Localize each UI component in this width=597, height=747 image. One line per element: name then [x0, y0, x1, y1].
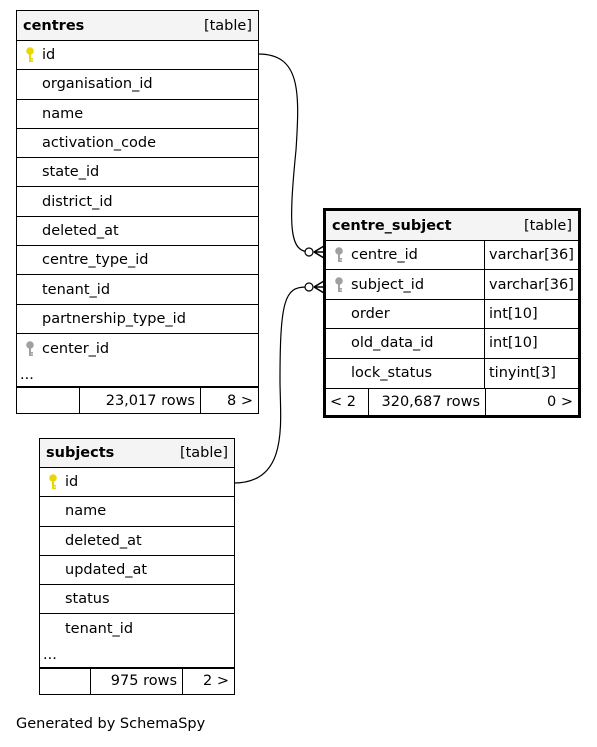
foreign-key-icon — [335, 276, 343, 292]
column-type: int[10] — [484, 299, 578, 329]
column-name: name — [65, 503, 107, 520]
column-row[interactable]: name — [17, 100, 258, 129]
column-name: activation_code — [42, 135, 157, 152]
table-footer: 23,017 rows 8 > — [17, 387, 258, 414]
table-name: centre_subject — [332, 217, 452, 234]
more-columns: ... — [40, 644, 234, 668]
column-name: centre_type_id — [42, 252, 149, 269]
column-row[interactable]: updated_at — [40, 556, 234, 586]
column-name: subject_id — [351, 276, 425, 293]
column-row[interactable]: activation_code — [17, 129, 258, 159]
column-row[interactable]: centre_type_id — [17, 246, 258, 276]
row-count: 320,687 rows — [369, 388, 486, 415]
column-row[interactable]: center_id — [17, 334, 258, 363]
column-name: order — [351, 305, 390, 322]
footer-parents[interactable]: < 2 — [326, 388, 369, 415]
edge-subjects-id-to-centre-subject-subject-id — [233, 286, 307, 484]
column-row[interactable]: lock_status tinyint[3] — [326, 358, 578, 388]
foreign-key-icon — [335, 247, 343, 263]
footer-parents — [40, 668, 91, 694]
table-footer: < 2 320,687 rows 0 > — [326, 387, 578, 415]
column-name: deleted_at — [65, 532, 142, 549]
column-row[interactable]: partnership_type_id — [17, 305, 258, 334]
table-header: centres [table] — [17, 11, 258, 41]
column-row[interactable]: district_id — [17, 187, 258, 217]
column-type: int[10] — [484, 329, 578, 358]
column-row[interactable]: id — [40, 468, 234, 498]
column-name: centre_id — [351, 247, 418, 264]
column-name: name — [42, 105, 84, 122]
column-name: organisation_id — [42, 76, 153, 93]
table-footer: 975 rows 2 > — [40, 667, 234, 694]
table-kind: [table] — [203, 17, 252, 34]
edge-subject-id-many-marker — [313, 280, 325, 294]
table-kind: [table] — [523, 217, 572, 234]
row-count: 975 rows — [91, 668, 183, 694]
column-row[interactable]: order int[10] — [326, 299, 578, 330]
footer-children[interactable]: 0 > — [547, 393, 573, 410]
column-type: tinyint[3] — [484, 358, 578, 388]
primary-key-icon — [26, 47, 34, 63]
table-header: centre_subject [table] — [326, 211, 578, 241]
column-row[interactable]: status — [40, 585, 234, 615]
edge-centre-id-zero-marker — [304, 247, 314, 257]
column-row[interactable]: id — [17, 41, 258, 71]
column-row[interactable]: old_data_id int[10] — [326, 329, 578, 359]
table-kind: [table] — [179, 445, 228, 461]
column-type: varchar[36] — [484, 241, 578, 270]
column-name: tenant_id — [65, 621, 134, 638]
column-name: district_id — [42, 193, 113, 210]
column-row[interactable]: deleted_at — [17, 217, 258, 247]
footer-children[interactable]: 8 > — [227, 392, 253, 409]
edge-subject-id-zero-marker — [304, 282, 314, 292]
column-row[interactable]: deleted_at — [40, 527, 234, 556]
column-name: deleted_at — [42, 222, 119, 239]
column-name: id — [65, 474, 79, 491]
column-type: varchar[36] — [484, 270, 578, 299]
column-row[interactable]: state_id — [17, 158, 258, 188]
table-name: centres — [23, 17, 85, 34]
column-name: lock_status — [351, 365, 433, 382]
edge-centres-id-to-centre-subject-centre-id — [257, 53, 311, 253]
table-centre-subject[interactable]: centre_subject [table] centre_id varchar[… — [323, 208, 581, 418]
generator-credit: Generated by SchemaSpy — [16, 716, 206, 732]
column-row[interactable]: tenant_id — [40, 614, 234, 643]
column-name: state_id — [42, 164, 100, 181]
column-row[interactable]: name — [40, 497, 234, 527]
table-name: subjects — [46, 445, 115, 461]
column-name: center_id — [42, 340, 110, 357]
column-name: updated_at — [65, 562, 148, 579]
footer-parents — [17, 388, 80, 414]
column-row[interactable]: subject_id varchar[36] — [326, 270, 578, 300]
column-row[interactable]: tenant_id — [17, 275, 258, 305]
column-name: tenant_id — [42, 281, 111, 298]
row-count: 23,017 rows — [80, 388, 201, 414]
column-row[interactable]: centre_id varchar[36] — [326, 241, 578, 271]
more-columns: ... — [17, 363, 258, 388]
column-name: partnership_type_id — [42, 310, 186, 327]
column-row[interactable]: organisation_id — [17, 70, 258, 100]
primary-key-icon — [49, 474, 57, 490]
footer-children[interactable]: 2 > — [203, 673, 229, 690]
column-name: id — [42, 47, 56, 64]
column-name: old_data_id — [351, 335, 434, 352]
table-header: subjects [table] — [40, 439, 234, 468]
foreign-key-icon — [26, 340, 34, 356]
edge-centre-id-many-marker — [313, 245, 325, 259]
column-name: status — [65, 591, 110, 608]
